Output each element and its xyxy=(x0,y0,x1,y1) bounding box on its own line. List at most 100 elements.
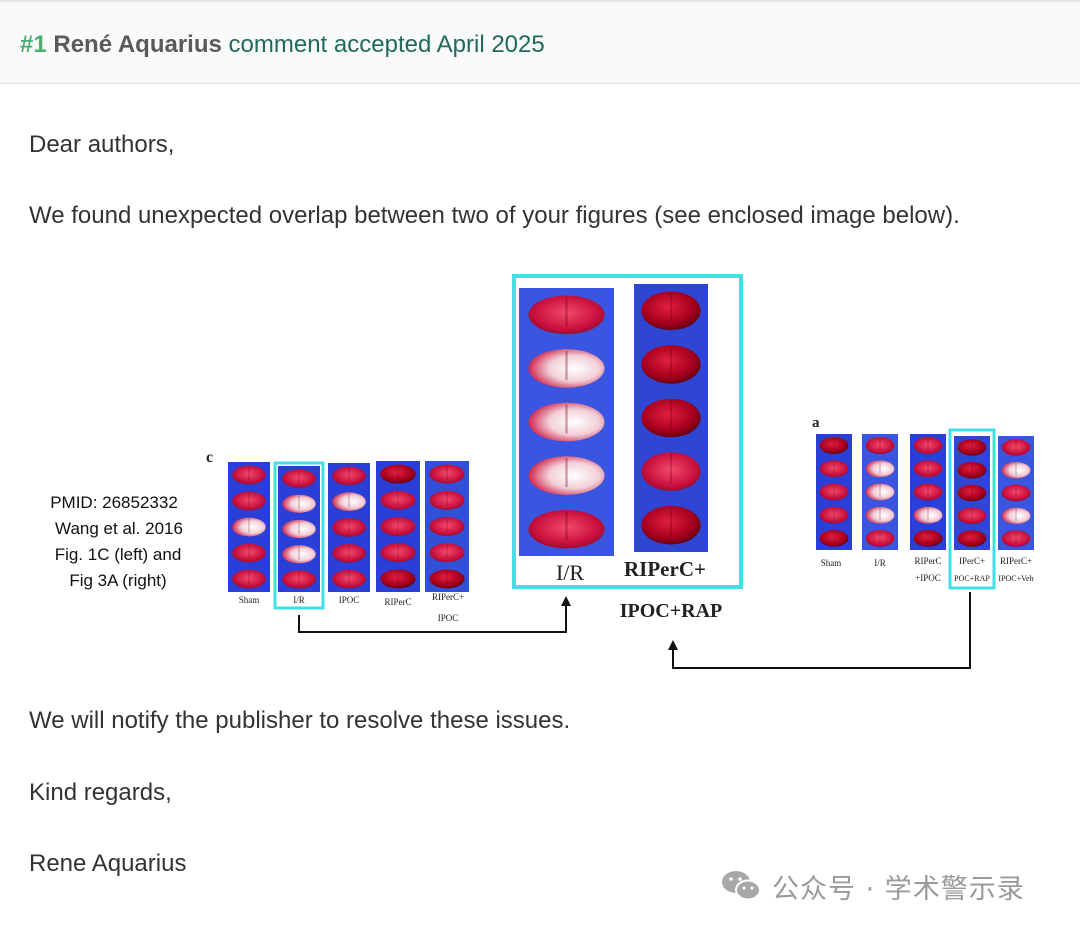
brain-slice xyxy=(641,505,701,545)
right-label: POC+RAP xyxy=(954,574,990,583)
left-label: I/R xyxy=(293,595,305,605)
brain-slice xyxy=(380,490,416,510)
brain-slice xyxy=(232,465,266,485)
right-label: +IPOC xyxy=(915,573,941,583)
brain-slice xyxy=(641,398,701,438)
brain-slice xyxy=(528,295,605,335)
brain-slice xyxy=(641,345,701,384)
connector-arrows xyxy=(298,592,971,669)
brain-slice xyxy=(865,483,895,501)
comment-header: #1 René Aquarius comment accepted April … xyxy=(0,2,1080,84)
right-label: Sham xyxy=(821,558,842,568)
brain-slice-strip xyxy=(862,434,898,550)
brain-slice xyxy=(380,543,416,563)
closing-text: Kind regards, xyxy=(29,779,172,806)
brain-slice xyxy=(819,506,849,524)
zoom-label: I/R xyxy=(556,560,584,585)
brain-slice xyxy=(528,456,605,495)
zoom-figure-panel: I/R RIPerC+ IPOC+RAP xyxy=(512,274,743,622)
brain-slice xyxy=(429,543,465,563)
caption-line: Fig. 1C (left) and xyxy=(55,545,182,564)
brain-slice-strip xyxy=(910,434,946,550)
watermark: 公众号 · 学术警示录 xyxy=(720,866,1025,906)
evidence-figure: PMID: 26852332 Wang et al. 2016 Fig. 1C … xyxy=(50,274,1034,669)
brain-slice xyxy=(332,466,366,486)
brain-slice-strip xyxy=(816,434,852,550)
signature-text: Rene Aquarius xyxy=(29,850,187,877)
brain-slice-strip xyxy=(425,461,469,592)
brain-slice xyxy=(429,464,465,484)
left-to-zoom-arrow xyxy=(298,604,567,633)
brain-slice xyxy=(641,291,701,331)
left-label: RIPerC xyxy=(385,597,412,607)
right-label: RIPerC+ xyxy=(1000,556,1032,566)
comment-number[interactable]: #1 xyxy=(20,31,47,58)
arrowhead xyxy=(668,640,678,650)
brain-slice xyxy=(1001,507,1031,525)
brain-slice xyxy=(429,569,465,589)
brain-slice xyxy=(957,530,987,547)
brain-slice xyxy=(913,506,943,524)
brain-slice xyxy=(429,517,465,536)
brain-slice xyxy=(429,490,465,510)
figure-caption: PMID: 26852332 Wang et al. 2016 Fig. 1C … xyxy=(50,493,183,590)
brain-slice xyxy=(913,437,943,454)
brain-slice xyxy=(1001,484,1031,502)
comment-header-line: #1 René Aquarius comment accepted April … xyxy=(20,30,545,60)
zoom-label: IPOC+RAP xyxy=(620,600,723,622)
brain-slice xyxy=(232,569,266,589)
brain-slice xyxy=(282,494,316,513)
brain-slice xyxy=(232,491,266,511)
brain-slice xyxy=(332,569,366,589)
brain-slice xyxy=(528,402,605,442)
brain-slice xyxy=(332,544,366,563)
brain-slice xyxy=(232,543,266,563)
left-label: IPOC xyxy=(339,595,360,605)
brain-slice-strip xyxy=(228,462,270,592)
panel-letter-a: a xyxy=(812,415,820,431)
brain-slice xyxy=(332,518,366,537)
right-label: RIPerC xyxy=(915,556,942,566)
arrowhead xyxy=(561,596,571,606)
brain-slice xyxy=(282,545,316,564)
brain-slice xyxy=(380,569,416,589)
brain-slice xyxy=(282,519,316,539)
comment-author[interactable]: René Aquarius xyxy=(53,31,222,58)
left-highlight-box xyxy=(273,461,325,610)
brain-slice xyxy=(819,437,849,454)
left-label: RIPerC+ xyxy=(432,592,464,602)
right-label: I/R xyxy=(874,558,886,568)
brain-slice-strip xyxy=(328,463,370,592)
top-border xyxy=(0,0,1080,2)
right-figure-panel: a Sham I/R RIPerC +IPOC IPerC+ POC+RAP R… xyxy=(812,415,1034,590)
brain-slice xyxy=(913,483,943,501)
intro-text: We found unexpected overlap between two … xyxy=(29,202,960,229)
greeting-text: Dear authors, xyxy=(29,131,175,158)
panel-letter-c: c xyxy=(206,449,213,466)
brain-slice xyxy=(1001,439,1031,456)
brain-slice-strip xyxy=(954,436,990,550)
brain-slice xyxy=(865,506,895,524)
brain-slice xyxy=(641,452,701,491)
brain-slice xyxy=(819,460,849,478)
brain-slice xyxy=(380,464,416,484)
brain-slice xyxy=(865,460,895,478)
left-figure-panel: c Sham I/R IPOC RIPerC RIPerC+ IPOC xyxy=(206,449,469,623)
caption-line: PMID: 26852332 xyxy=(50,493,178,512)
brain-slice xyxy=(380,517,416,536)
brain-slice-strip xyxy=(376,461,420,592)
brain-slice xyxy=(282,570,316,589)
brain-slice xyxy=(332,492,366,511)
brain-slice-strip xyxy=(278,466,320,592)
watermark-text: 公众号 · 学术警示录 xyxy=(772,873,1025,905)
wechat-icon xyxy=(722,871,761,901)
brain-slice xyxy=(1001,530,1031,547)
brain-slice xyxy=(865,530,895,547)
brain-slice xyxy=(865,437,895,454)
zoom-label: RIPerC+ xyxy=(624,557,706,581)
right-highlight-box xyxy=(948,428,996,590)
right-label: IPerC+ xyxy=(959,556,985,566)
brain-slice xyxy=(819,483,849,501)
brain-slice xyxy=(1001,461,1031,479)
right-label: IPOC+Veh xyxy=(998,574,1033,583)
